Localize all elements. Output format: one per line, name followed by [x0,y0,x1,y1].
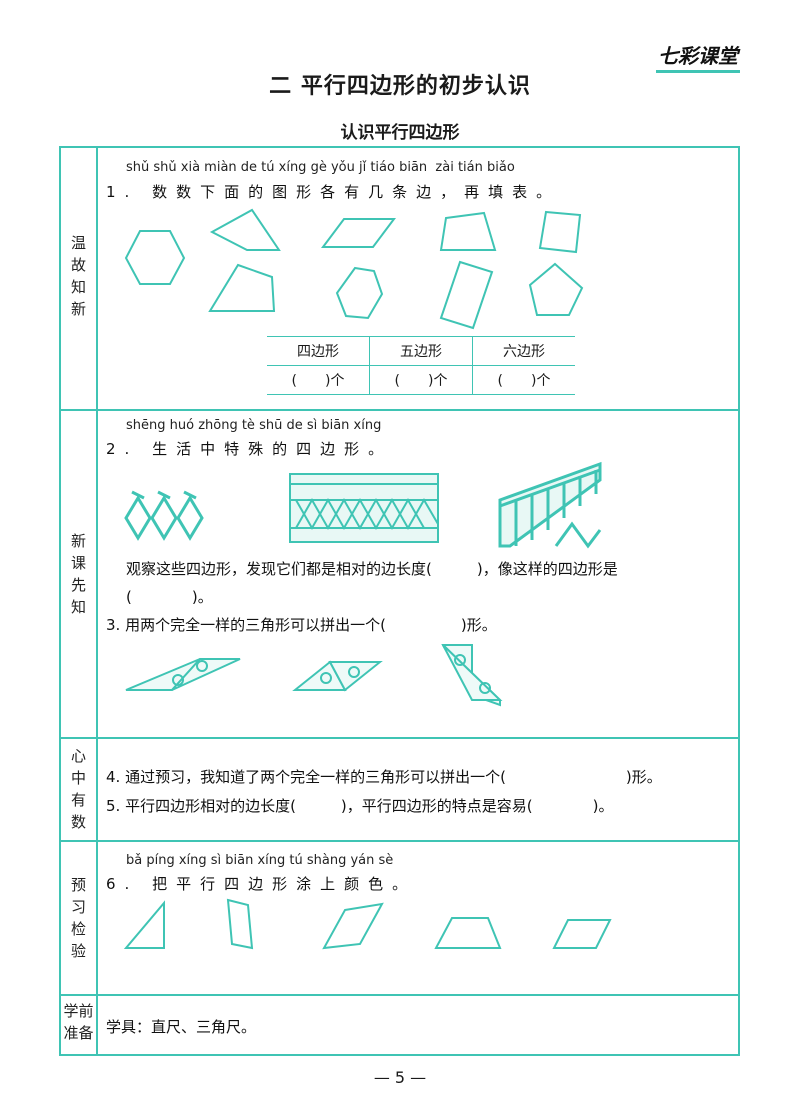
q1-text: 1. 数数下面的图形各有几条边，再填表。 [106,183,561,201]
table-header-pent: 五边形 [369,336,473,366]
chapter-title: 二 平行四边形的初步认识 [269,74,531,99]
prep-text: 学具：直尺、三角尺。 [106,1018,257,1036]
q2-pictures [124,473,439,543]
gate-image [289,473,439,543]
hexagon-shape [335,266,384,320]
q3-triangle-pictures [125,644,503,707]
q5-text: 5. 平行四边形相对的边长度( )，平行四边形的特点是容易( )。 [106,797,614,815]
section-divider [59,840,740,842]
quadrilateral-shape [439,211,497,251]
section-divider [59,994,740,996]
q6-pinyin: bǎ píng xíng sì biān xíng tú shàng yán s… [126,853,394,868]
trapezoid-shape [434,917,502,949]
answer-blank-pent[interactable]: ( )个 [369,365,473,395]
lesson-title: 认识平行四边形 [340,123,460,143]
q2-observe-line1: 观察这些四边形，发现它们都是相对的边长度( )，像这样的四边形是 [126,560,618,578]
section-divider [59,409,740,411]
parallelogram-shape [322,902,384,950]
section-label-prep: 学前准备 [63,1002,94,1042]
parallelogram-shape [226,898,254,950]
q2-pinyin: shēng huó zhōng tè shū de sì biān xíng [126,418,382,433]
quadrilateral-shape [209,208,281,251]
rectangle-shape [439,260,494,330]
q6-shapes [123,898,612,950]
worksheet-frame [59,146,740,1056]
square-shape [538,210,582,254]
triangle-shape [123,900,165,949]
hexagon-shape [124,230,186,285]
section-label-preview: 新课先知 [70,532,86,616]
triangle-pair-a [125,658,241,691]
section-divider [59,737,740,739]
section-label-check: 预习检验 [70,876,86,960]
triangle-pair-c [441,644,503,707]
section-label-review: 温故知新 [70,234,86,318]
triangle-pair-b [292,660,383,692]
lattice-fence-image [124,490,204,541]
table-header-hex: 六边形 [472,336,575,366]
table-header-quad: 四边形 [267,336,370,366]
answer-blank-quad[interactable]: ( )个 [267,365,370,395]
q2-observe-line2: ( )。 [126,588,213,606]
page-number: — 5 — [373,1068,427,1087]
parallelogram-shape [321,218,396,248]
q4-text: 4. 通过预习，我知道了两个完全一样的三角形可以拼出一个( )形。 [106,768,662,786]
q1-table: 四边形 五边形 六边形 ( )个 ( )个 ( )个 [267,336,575,395]
pentagon-shape [528,262,584,316]
q6-text: 6. 把平行四边形涂上颜色。 [106,875,417,893]
q3-text: 3. 用两个完全一样的三角形可以拼出一个( )形。 [106,616,497,634]
quadrilateral-shape [208,263,276,312]
parallelogram-shape [552,919,612,949]
answer-blank-hex[interactable]: ( )个 [472,365,575,395]
q1-pinyin: shǔ shǔ xià miàn de tú xíng gè yǒu jǐ ti… [126,160,515,175]
brand-logo: 七彩课堂 [656,40,740,73]
q2-text: 2. 生活中特殊的四边形。 [106,440,393,458]
stair-railing-image [498,461,602,549]
q1-shapes [124,208,584,330]
section-divider-vertical [96,146,98,1056]
section-label-summary: 心中有数 [70,747,86,831]
